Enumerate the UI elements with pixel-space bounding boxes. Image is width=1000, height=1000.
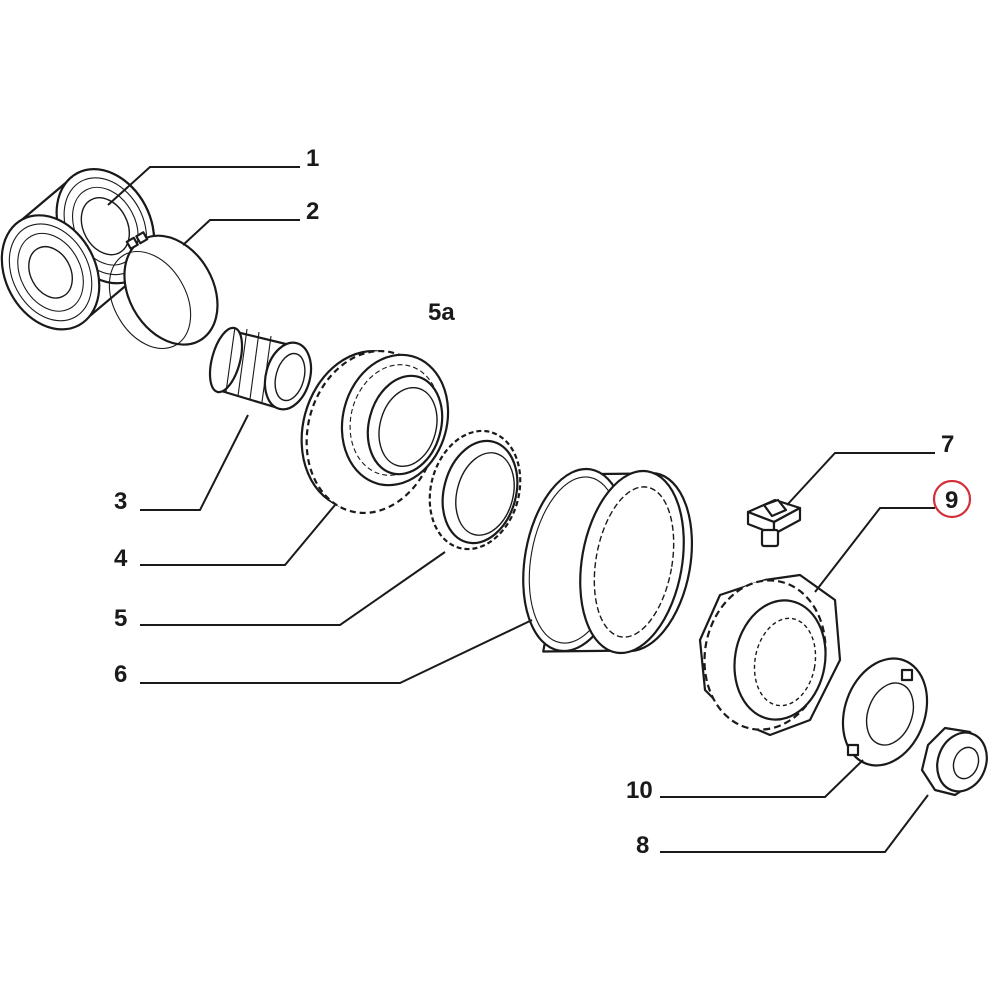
leader-3 [140, 414, 249, 511]
highlight-circle [932, 479, 972, 519]
leader-6 [140, 619, 533, 684]
part-10-thrust-washer[interactable] [829, 647, 942, 778]
callout-9: 9 [945, 487, 958, 514]
leader-8 [660, 794, 929, 853]
part-8-nut[interactable] [920, 726, 995, 799]
leader-lines [107, 166, 935, 853]
leader-1 [107, 166, 300, 206]
callout-7: 7 [941, 431, 954, 458]
part-5-synchro-ring[interactable] [417, 421, 533, 560]
callout-1: 1 [306, 145, 319, 172]
callout-6: 6 [114, 661, 127, 688]
part-7-key[interactable] [746, 498, 802, 548]
leader-9 [814, 507, 935, 593]
leader-4 [140, 504, 336, 566]
callout-2: 2 [306, 198, 319, 225]
callout-10: 10 [626, 777, 653, 804]
callout-8: 8 [636, 832, 649, 859]
part-4-gear[interactable] [284, 336, 462, 528]
leader-5 [140, 551, 446, 626]
part-3-needle-cage[interactable] [204, 325, 318, 415]
part-9-synchro-hub[interactable] [693, 571, 842, 740]
callout-5: 5 [114, 605, 127, 632]
callout-labels: 1 2 3 4 5 5a 6 7 8 9 10 [114, 145, 972, 859]
leader-10 [660, 759, 864, 798]
callout-3: 3 [114, 488, 127, 515]
leader-2 [182, 219, 300, 246]
part-6-sliding-sleeve[interactable] [510, 459, 705, 674]
callout-5a: 5a [428, 299, 455, 326]
callout-4: 4 [114, 545, 128, 572]
leader-7 [786, 452, 935, 506]
